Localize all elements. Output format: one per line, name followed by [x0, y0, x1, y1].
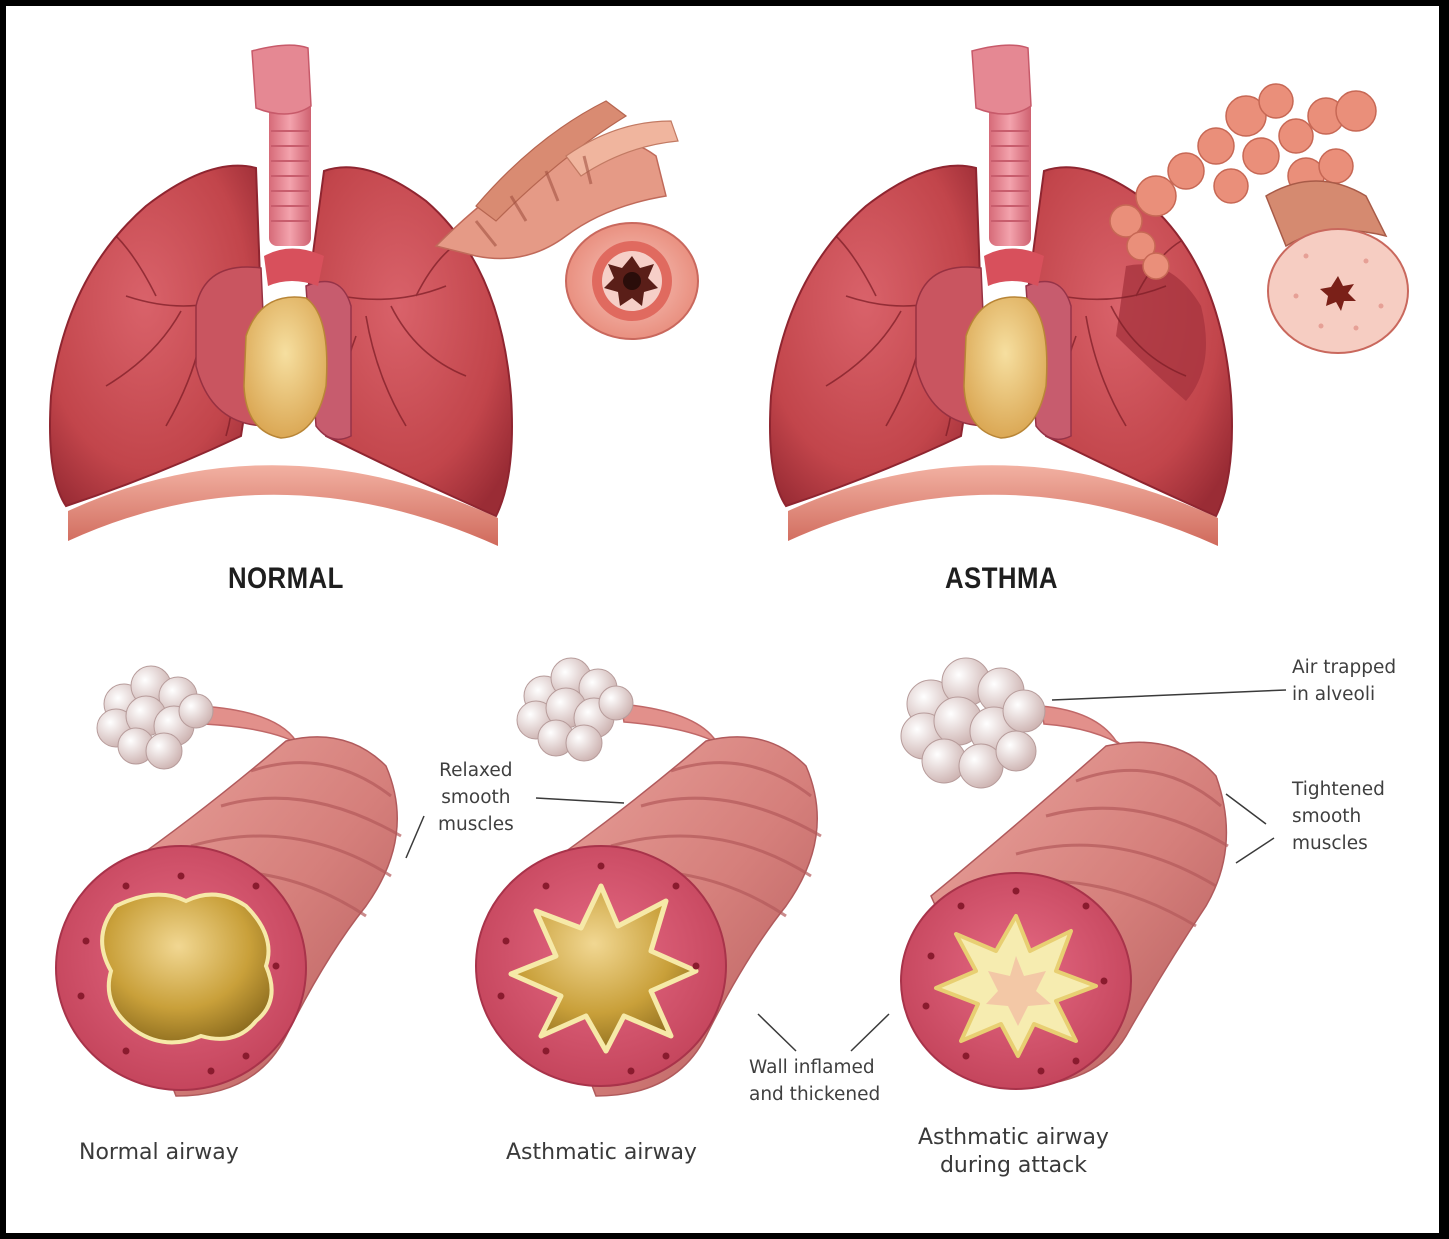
wall-inflamed-leader-2 [851, 1014, 889, 1051]
annotation-line: Wall inflamed [749, 1054, 880, 1081]
annotation-air-trapped: Air trapped in alveoli [1292, 654, 1396, 708]
normal-airway-illustration [56, 666, 401, 1096]
normal-alveoli-cluster [97, 666, 213, 769]
normal-airway-lumen [102, 895, 272, 1043]
relaxed-leader-2 [536, 798, 624, 803]
tightened-leader-2 [1236, 838, 1274, 863]
caption-line: Asthmatic airway [506, 1139, 697, 1167]
caption-line: Asthmatic airway [918, 1124, 1109, 1152]
asthmatic-alveoli-cluster [517, 658, 633, 761]
heading-normal: NORMAL [228, 562, 344, 596]
annotation-wall-inflamed: Wall inflamed and thickened [749, 1054, 880, 1108]
figure-frame: NORMAL ASTHMA Normal airway Asthmatic ai… [6, 6, 1439, 1233]
annotation-tightened-muscles: Tightened smooth muscles [1292, 776, 1385, 857]
annotation-line: muscles [1292, 830, 1385, 857]
attack-airway-illustration [901, 658, 1228, 1089]
caption-normal-airway: Normal airway [79, 1139, 239, 1167]
annotation-line: and thickened [749, 1081, 880, 1108]
asthma-lungs-illustration [770, 45, 1408, 546]
caption-attack-airway: Asthmatic airway during attack [918, 1124, 1109, 1180]
annotation-line: smooth [438, 784, 514, 811]
normal-lungs-illustration [50, 45, 698, 546]
caption-line: during attack [918, 1152, 1109, 1180]
asthmatic-airway-illustration [476, 658, 821, 1096]
asthma-heart [964, 297, 1047, 438]
air-trapped-leader [1052, 690, 1286, 700]
caption-line: Normal airway [79, 1139, 239, 1167]
annotation-line: Relaxed [438, 757, 514, 784]
annotation-line: Tightened [1292, 776, 1385, 803]
normal-aorta [264, 249, 324, 287]
annotation-line: smooth [1292, 803, 1385, 830]
annotation-line: Air trapped [1292, 654, 1396, 681]
asthma-illustration [6, 6, 1439, 1233]
annotation-line: muscles [438, 811, 514, 838]
tightened-leader-1 [1226, 794, 1266, 824]
normal-heart [244, 297, 327, 438]
relaxed-leader-1 [406, 816, 424, 858]
asthma-larynx [972, 45, 1031, 114]
normal-larynx [252, 45, 311, 114]
heading-asthma: ASTHMA [945, 562, 1058, 596]
annotation-line: in alveoli [1292, 681, 1396, 708]
annotation-relaxed-muscles: Relaxed smooth muscles [438, 757, 514, 838]
attack-alveoli-cluster [901, 658, 1045, 788]
caption-asthmatic-airway: Asthmatic airway [506, 1139, 697, 1167]
wall-inflamed-leader-1 [758, 1014, 796, 1051]
